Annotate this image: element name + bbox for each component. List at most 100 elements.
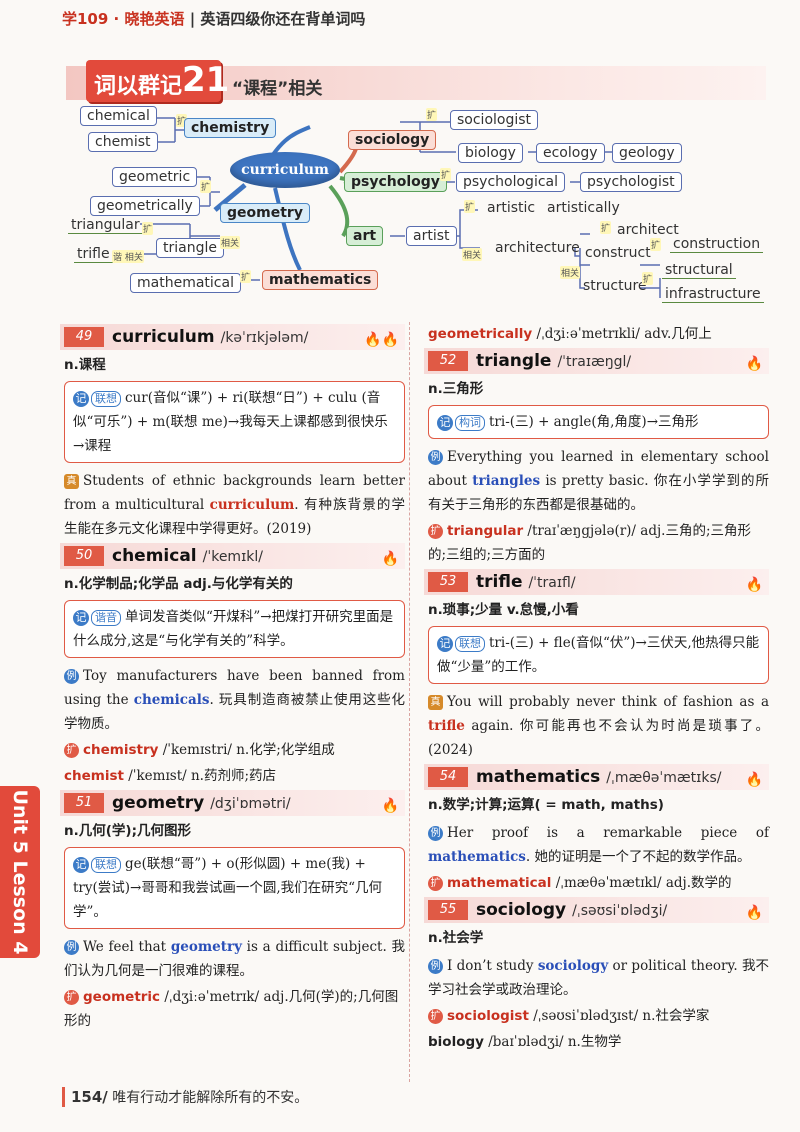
phonetic: /ˌmæθəˈmætɪks/ [606,770,722,786]
page-footer: 154/ 唯有行动才能解除所有的不安。 [62,1087,308,1107]
phonetic: /ˈtraɪfl/ [528,575,576,591]
derivative: biology /baɪˈɒlədʒi/ n.生物学 [428,1034,622,1050]
entry-number: 52 [428,351,468,371]
flame-icon: 🔥 [745,905,763,921]
node-triangle: triangle [156,238,224,258]
tip-text: ge(联想“哥”) + o(形似圆) + me(我) + try(尝试)→哥哥和… [73,856,383,920]
node-structural: structural [662,262,736,279]
topic-badge-text: 词以群记 [94,74,183,99]
topic-badge: 词以群记 21 [86,60,229,102]
entry-word: triangle/ˈtraɪæŋgl/ [476,348,631,375]
node-curriculum: curriculum [230,152,340,188]
node-chemical: chemical [80,106,157,126]
entry-number: 50 [64,546,104,566]
example-icon: 例 [64,940,79,955]
tip-text: cur(音似“课”) + ri(联想“日”) + culu (音似“可乐”) +… [73,390,388,454]
headword: curriculum [112,327,215,347]
lightbulb-icon: 记 [73,609,89,626]
derivative: chemist /ˈkemɪst/ n.药剂师;药店 [64,768,277,784]
part-of-speech: n.社会学 [428,930,484,946]
example-icon: 例 [428,826,443,841]
node-chemist: chemist [88,132,158,152]
node-geology: geology [612,143,682,163]
lightbulb-icon: 记 [437,414,453,431]
link-related-icon: 扩 [464,200,476,213]
entry-word: sociology/ˌsəʊsiˈɒlədʒi/ [476,897,667,924]
node-trifle: trifle [74,246,113,263]
node-psychology: psychology [344,172,447,192]
phonetic: /dʒiˈɒmətri/ [210,796,291,812]
page-number: 154/ [71,1088,108,1106]
link-related-icon: 扩 [642,272,654,285]
node-infrastructure: infrastructure [662,286,764,303]
link-related-icon: 扩 [600,221,612,234]
entry-word: chemical/ˈkemɪkl/ [112,543,263,570]
node-architecture: architecture [495,240,580,256]
headword: triangle [476,351,552,371]
unit-label: Unit 5 Lesson 4 [9,789,31,955]
entry-header-chemical: 50 chemical/ˈkemɪkl/ 🔥 [60,543,405,569]
entry-number: 53 [428,572,468,592]
node-sociology: sociology [348,130,437,150]
entry-number: 49 [64,327,104,347]
node-psychologist: psychologist [580,172,682,192]
expand-icon: 扩 [64,743,79,758]
right-column: geometrically /ˌdʒiːəˈmetrɪkli/ adv.几何上 … [424,322,769,1056]
phonetic: /ˈkemɪkl/ [202,549,263,565]
headword: geometry [112,793,205,813]
part-of-speech: n.数学;计算;运算( = math, maths) [428,797,664,813]
headword: sociology [476,900,567,920]
phonetic: /kəˈrɪkjələm/ [220,330,309,346]
example-icon: 例 [64,669,79,684]
headword: mathematics [476,767,601,787]
flame-icon: 🔥🔥 [364,332,399,348]
phonetic: /ˌsəʊsiˈɒlədʒi/ [572,903,668,919]
node-architect: architect [617,222,679,238]
node-artistically: artistically [547,200,620,216]
node-mathematical: mathematical [130,273,241,293]
node-ecology: ecology [536,143,605,163]
entry-header-curriculum: 49 curriculum/kəˈrɪkjələm/ 🔥🔥 [60,324,405,350]
lightbulb-icon: 记 [437,635,453,652]
headword: chemical [112,546,197,566]
entry-word: curriculum/kəˈrɪkjələm/ [112,324,308,351]
running-header: 学109 · 晓艳英语 | 英语四级你还在背单词吗 [62,10,366,28]
entry-word: geometry/dʒiˈɒmətri/ [112,790,291,817]
entry-header-trifle: 53 trifle/ˈtraɪfl/ 🔥 [424,569,769,595]
node-mathematics: mathematics [262,270,379,290]
link-related-label: 相关 [462,248,483,261]
lightbulb-icon: 记 [73,856,89,873]
lightbulb-icon: 记 [73,390,89,407]
link-related-icon: 扩 [200,180,212,193]
tip-text: tri-(三) + fle(音似“伏”)→三伏天,他热得只能做“少量”的工作。 [437,635,760,675]
exam-icon: 真 [64,474,79,489]
node-chemistry: chemistry [184,118,277,138]
node-geometrically: geometrically [90,196,200,216]
book-title: 英语四级你还在背单词吗 [200,10,366,28]
entry-header-geometry: 51 geometry/dʒiˈɒmətri/ 🔥 [60,790,405,816]
link-related-icon: 扩 [440,168,452,181]
entry-number: 51 [64,793,104,813]
unit-side-tab: Unit 5 Lesson 4 [0,786,40,958]
node-triangular: triangular [68,217,143,234]
expand-icon: 扩 [428,1009,443,1024]
flame-icon: 🔥 [745,772,763,788]
derivative: geometrically /ˌdʒiːəˈmetrɪkli/ adv.几何上 [428,326,712,342]
entry-header-triangle: 52 triangle/ˈtraɪæŋgl/ 🔥 [424,348,769,374]
tip-tag: 联想 [455,635,485,652]
link-trifle-label: 谐 相关 [112,250,144,263]
topic-subtitle: “课程”相关 [232,79,323,99]
node-sociologist: sociologist [450,110,539,130]
expand-icon: 扩 [428,524,443,539]
